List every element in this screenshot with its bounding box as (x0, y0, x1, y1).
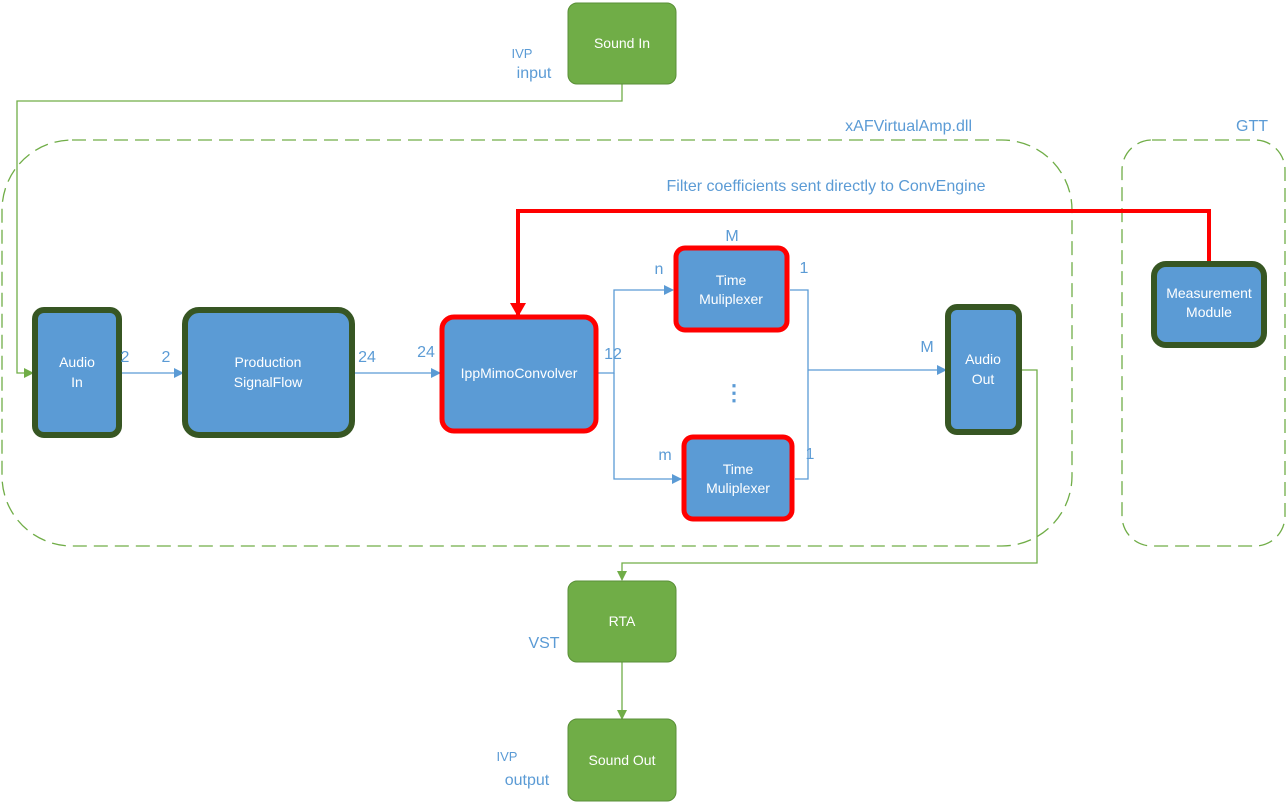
gtt-group-label: GTT (1236, 118, 1268, 135)
convolver-label: IppMimoConvolver (461, 365, 578, 381)
convolver-to-tm-top-arrow (598, 285, 674, 374)
measurement-label-line2: Module (1186, 304, 1232, 320)
tm-bottom-output-label: 1 (806, 446, 815, 463)
multiplexer-ellipsis: ⋮ (723, 380, 745, 405)
tm-bottom-label-line2: Muliplexer (706, 480, 770, 496)
convolver-input-channels: 24 (417, 344, 435, 361)
sound-in-node[interactable]: Sound In (567, 2, 677, 85)
filter-coefficients-note: Filter coefficients sent directly to Con… (667, 178, 986, 195)
audio-in-label-line2: In (71, 374, 83, 390)
sound-out-node[interactable]: Sound Out (567, 718, 677, 802)
audio-in-output-channels: 2 (121, 349, 130, 366)
convolver-to-tm-bottom-arrow (613, 373, 682, 484)
tm-top-label-line1: Time (716, 272, 747, 288)
time-multiplexer-top-node[interactable]: Time Muliplexer (673, 245, 790, 333)
output-label: output (505, 772, 550, 789)
measurement-to-convolver-arrow (510, 209, 1211, 317)
audio-in-label-line1: Audio (59, 354, 95, 370)
production-output-channels: 24 (358, 349, 376, 366)
tm-bottom-to-merge-line (795, 370, 809, 480)
dll-group-label: xAFVirtualAmp.dll (845, 118, 972, 135)
sound-in-to-audio-in-arrow (16, 84, 623, 378)
time-multiplexer-bottom-node[interactable]: Time Muliplexer (681, 434, 795, 522)
production-signalflow-node[interactable]: Production SignalFlow (182, 307, 355, 438)
input-label: input (517, 65, 552, 82)
audio-out-to-rta-arrow (617, 369, 1038, 581)
measurement-label-line1: Measurement (1166, 285, 1252, 301)
tm-top-label-line2: Muliplexer (699, 291, 763, 307)
tm-top-input-label: n (655, 261, 664, 278)
audio-out-label-line1: Audio (965, 351, 1001, 367)
tm-top-to-merge-line (790, 289, 809, 370)
ivp-input-tag: IVP (512, 46, 533, 61)
ivp-output-tag: IVP (497, 749, 518, 764)
convolver-output-channels: 12 (604, 346, 622, 363)
sound-in-label: Sound In (594, 35, 650, 51)
tm-top-output-label: 1 (800, 260, 809, 277)
rta-label: RTA (609, 613, 636, 629)
measurement-module-node[interactable]: Measurement Module (1151, 261, 1267, 348)
sound-out-label: Sound Out (589, 752, 656, 768)
tm-bottom-label-line1: Time (723, 461, 754, 477)
production-label-line1: Production (235, 354, 302, 370)
ipp-mimo-convolver-node[interactable]: IppMimoConvolver (439, 314, 599, 434)
audio-in-node[interactable]: Audio In (32, 307, 122, 438)
production-label-line2: SignalFlow (234, 374, 303, 390)
production-input-channels: 2 (162, 349, 171, 366)
vst-label: VST (528, 635, 559, 652)
gtt-group-boundary (1121, 139, 1286, 547)
tm-bottom-input-label: m (658, 447, 671, 464)
tm-top-count-label: M (725, 228, 738, 245)
audio-out-label-line2: Out (972, 371, 995, 387)
audio-out-node[interactable]: Audio Out (945, 304, 1022, 435)
audio-out-input-label: M (920, 339, 933, 356)
dll-group-boundary (1, 139, 1073, 547)
rta-node[interactable]: RTA (567, 580, 677, 663)
